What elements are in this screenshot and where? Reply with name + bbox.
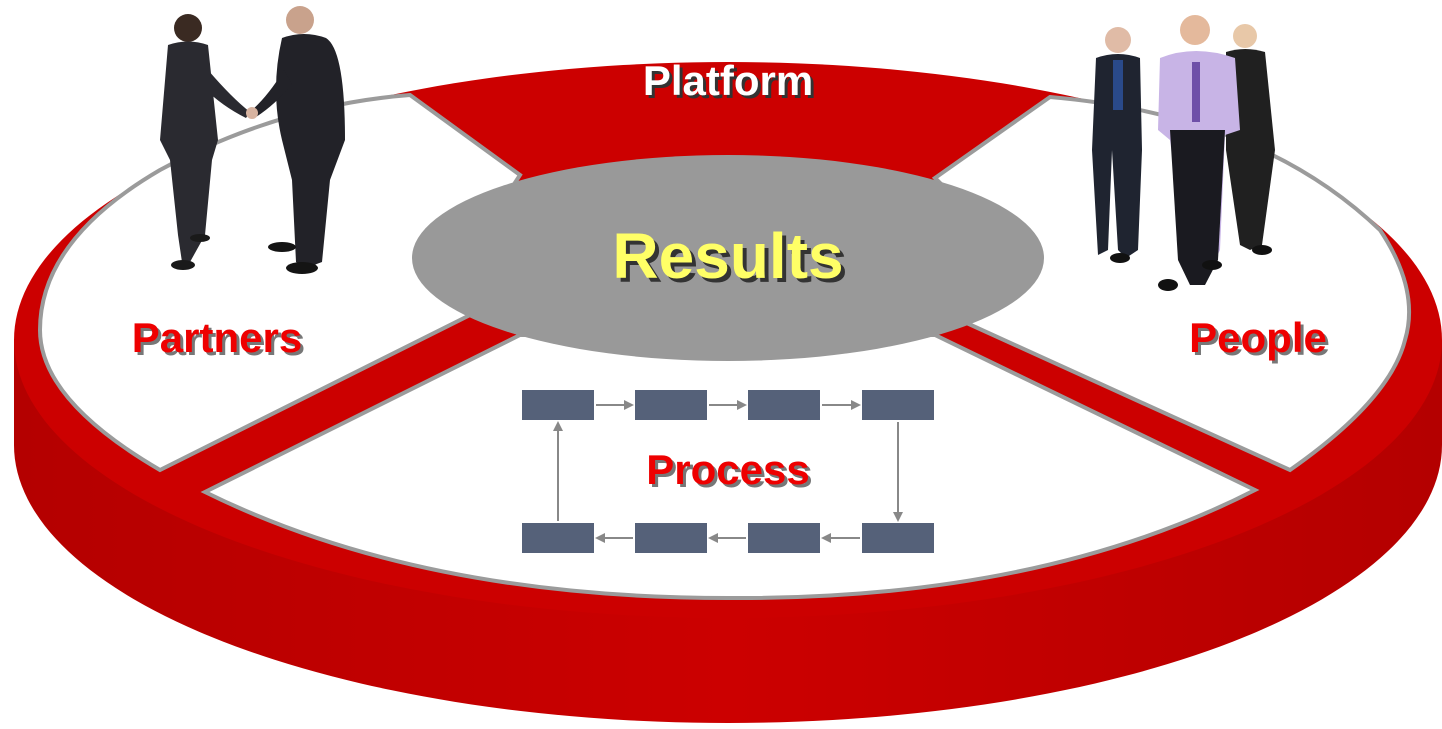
partners-label: Partners <box>132 314 302 361</box>
platform-label: Platform <box>643 57 813 104</box>
process-label: Process <box>646 446 809 493</box>
team-image <box>1092 15 1275 291</box>
process-step-box <box>635 390 707 420</box>
people-label-group: People People <box>1189 314 1330 364</box>
results-ellipse <box>412 155 1044 361</box>
process-step-box <box>862 390 934 420</box>
handshake-image <box>160 6 345 274</box>
results-label-group: Results Results <box>612 220 847 296</box>
process-segment <box>200 333 1260 601</box>
process-label-group: Process Process <box>646 446 812 496</box>
process-flow <box>522 390 934 553</box>
results-label: Results <box>612 220 843 292</box>
svg-text:Partners: Partners <box>135 317 305 364</box>
svg-text:Platform: Platform <box>646 60 816 107</box>
process-step-box <box>748 390 820 420</box>
process-step-box <box>748 523 820 553</box>
process-step-box <box>635 523 707 553</box>
svg-text:Process: Process <box>649 449 812 496</box>
people-label: People <box>1189 314 1327 361</box>
partners-label-group: Partners Partners <box>132 314 305 364</box>
process-step-box <box>522 390 594 420</box>
svg-text:Results: Results <box>616 224 847 296</box>
process-step-box <box>862 523 934 553</box>
platform-label-group: Platform Platform <box>643 57 816 107</box>
process-step-box <box>522 523 594 553</box>
svg-text:People: People <box>1192 317 1330 364</box>
